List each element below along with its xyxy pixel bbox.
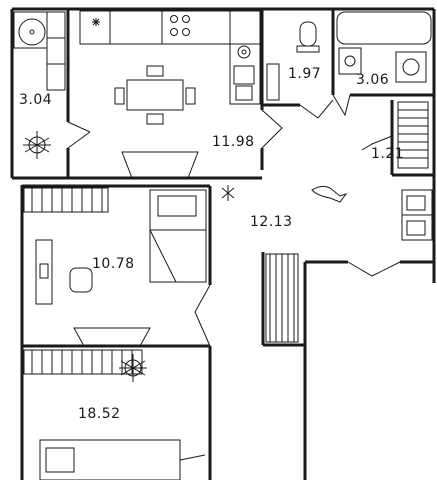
room-labels: 3.04 11.98 1.97 3.06 1.21 12.13 10.78 18… — [19, 66, 404, 422]
doors — [67, 94, 401, 461]
plant-icon-bedroom — [119, 354, 147, 382]
area-label-wardrobe: 1.21 — [371, 146, 404, 162]
area-label-bedroom-small: 10.78 — [92, 256, 135, 272]
toilet-furniture — [266, 21, 320, 101]
area-label-bathroom: 3.06 — [356, 72, 389, 88]
hallway-furniture — [221, 185, 433, 343]
plant-icon-small — [221, 185, 235, 201]
bedroom-small-furniture — [23, 187, 207, 347]
loggia-furniture — [13, 11, 66, 159]
walls — [10, 7, 436, 480]
plant-icon — [23, 131, 51, 159]
area-label-loggia: 3.04 — [19, 92, 52, 108]
area-label-toilet: 1.97 — [288, 66, 321, 82]
cat-icon — [311, 185, 348, 203]
area-label-hallway: 12.13 — [250, 214, 293, 230]
kitchen-furniture — [79, 10, 261, 179]
bedroom-large-furniture — [23, 349, 181, 480]
wardrobe-shelves — [397, 101, 429, 169]
bathroom-furniture — [336, 11, 432, 83]
area-label-kitchen: 11.98 — [212, 134, 255, 150]
area-label-bedroom-large: 18.52 — [78, 406, 121, 422]
